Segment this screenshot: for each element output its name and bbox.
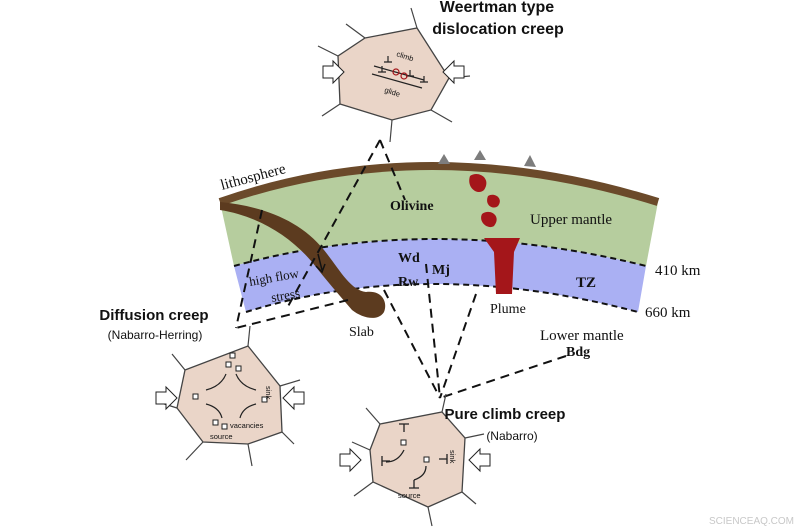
olivine-label: Olivine bbox=[390, 199, 434, 214]
plume-blob bbox=[469, 173, 487, 193]
vacancy-icon bbox=[261, 396, 268, 403]
vacancy-icon bbox=[212, 419, 219, 426]
dislocation-icon bbox=[409, 480, 419, 489]
ringwoodite-label: Rw bbox=[398, 275, 419, 290]
diffusion-grain-panel: sink vacancies source Diffusion creep (N… bbox=[99, 307, 305, 467]
diffusion-sink-label: sink bbox=[264, 386, 273, 400]
vacancy-icon bbox=[400, 439, 407, 446]
upper-mantle-band bbox=[220, 166, 658, 266]
vacancy-icon bbox=[392, 68, 400, 76]
weertman-connector-right bbox=[379, 139, 406, 201]
vacancy-icon bbox=[221, 423, 228, 430]
dislocation-icon bbox=[378, 66, 386, 73]
compression-arrow-icon bbox=[155, 385, 178, 411]
boundary-660-line bbox=[245, 283, 639, 313]
flow-arrow-icon bbox=[205, 373, 227, 391]
flow-arrow-icon bbox=[413, 465, 427, 481]
vacancy-icon bbox=[400, 72, 408, 80]
depth-660-label: 660 km bbox=[645, 305, 691, 321]
dislocation-icon bbox=[439, 454, 448, 464]
volcano-icon bbox=[438, 154, 450, 164]
vacancy-icon bbox=[235, 365, 242, 372]
diffusion-vacancies-label: vacancies bbox=[230, 421, 264, 430]
vacancy-icon bbox=[229, 352, 236, 359]
transition-zone-label: TZ bbox=[576, 275, 596, 291]
climb-connector-1 bbox=[383, 289, 441, 399]
diffusion-title: Diffusion creep bbox=[99, 307, 208, 324]
volcano-icon bbox=[524, 155, 536, 167]
compression-arrow-icon bbox=[442, 59, 465, 85]
dislocation-icon bbox=[399, 423, 409, 432]
compression-arrow-icon bbox=[468, 447, 491, 473]
climb-title: Pure climb creep bbox=[445, 406, 566, 423]
lithosphere-band bbox=[218, 162, 660, 206]
climb-connector-2 bbox=[425, 263, 441, 399]
plume-label: Plume bbox=[490, 302, 526, 317]
climb-connector-4 bbox=[439, 355, 567, 399]
connector-lines bbox=[235, 139, 567, 399]
vacancy-icon bbox=[225, 361, 232, 368]
compression-arrow-icon bbox=[322, 59, 345, 85]
climb-grain-hexagon bbox=[369, 411, 466, 508]
diffusion-source-label: source bbox=[210, 432, 233, 441]
compression-arrow-icon bbox=[339, 447, 362, 473]
slab-label: Slab bbox=[349, 325, 374, 340]
boundary-410-line bbox=[233, 238, 647, 267]
weertman-title-line1: Weertman type bbox=[440, 0, 555, 16]
dislocation-icon bbox=[384, 56, 392, 63]
diffusion-connector-upper bbox=[235, 209, 263, 329]
bridgmanite-label: Bdg bbox=[566, 345, 590, 360]
upper-mantle-label: Upper mantle bbox=[530, 212, 612, 228]
climb-subtitle: (Nabarro) bbox=[486, 429, 537, 443]
diffusion-subtitle: (Nabarro-Herring) bbox=[108, 328, 203, 342]
stress-label: stress bbox=[270, 285, 301, 305]
climb-source-label: source bbox=[398, 491, 421, 500]
plume-stem bbox=[484, 238, 520, 294]
mantle-plume bbox=[469, 173, 520, 294]
flow-arrow-icon bbox=[235, 373, 257, 391]
climb-grain-panel: sink source Pure climb creep (Nabarro) bbox=[339, 393, 566, 527]
dislocation-icon bbox=[381, 456, 390, 466]
depth-410-label: 410 km bbox=[655, 263, 701, 279]
vacancy-icon bbox=[423, 456, 430, 463]
flow-arrow-icon bbox=[205, 403, 223, 419]
lower-mantle-label: Lower mantle bbox=[540, 328, 624, 344]
plume-blob bbox=[487, 194, 500, 208]
stress-arrow-icon bbox=[317, 253, 323, 271]
diffusion-grain-hexagon bbox=[176, 345, 283, 445]
weertman-grain-panel: climb glide Weertman type dislocation cr… bbox=[317, 0, 564, 143]
volcano-icon bbox=[474, 150, 486, 160]
stress-arrowhead-icon bbox=[315, 263, 326, 274]
vacancy-icon bbox=[192, 393, 199, 400]
climb-sink-label: sink bbox=[448, 450, 457, 464]
dislocation-icon bbox=[420, 76, 428, 83]
plume-blob bbox=[481, 211, 497, 228]
majorite-label: Mj bbox=[432, 263, 450, 278]
subducting-slab bbox=[220, 202, 386, 318]
weertman-connector-left bbox=[285, 139, 381, 311]
glide-plane-line bbox=[371, 73, 423, 89]
mantle-cross-section bbox=[218, 150, 660, 313]
wadsleyite-label: Wd bbox=[398, 251, 420, 266]
compression-arrow-icon bbox=[282, 385, 305, 411]
flow-arrow-icon bbox=[239, 403, 257, 419]
transition-zone-band bbox=[234, 239, 646, 312]
diffusion-connector-lower bbox=[235, 299, 349, 329]
climb-connector-3 bbox=[439, 293, 477, 399]
flow-arrow-icon bbox=[385, 449, 405, 463]
weertman-title-line2: dislocation creep bbox=[432, 21, 564, 38]
watermark: SCIENCEAQ.COM bbox=[709, 516, 794, 527]
